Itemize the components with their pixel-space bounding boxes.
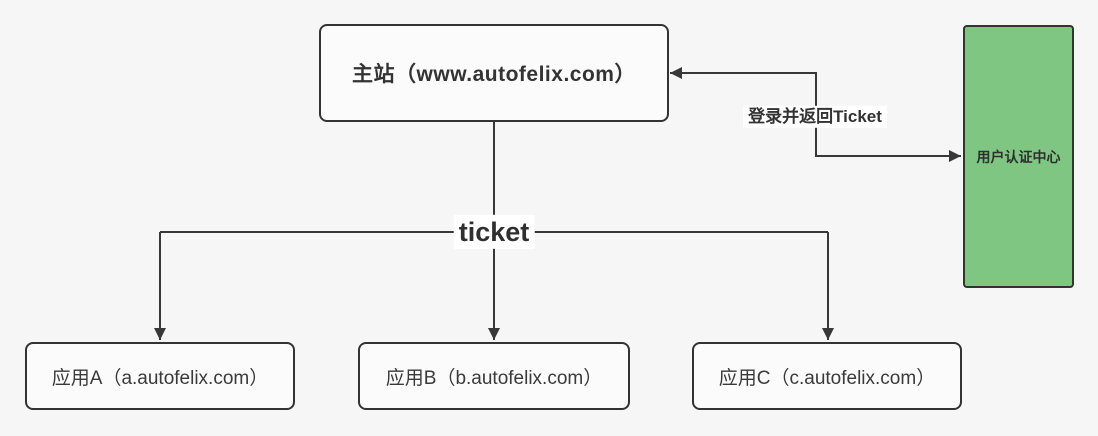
node-app-c: 应用C（c.autofelix.com） <box>692 342 962 410</box>
node-main-site-label: 主站（www.autofelix.com） <box>352 63 636 86</box>
node-app-b: 应用B（b.autofelix.com） <box>358 342 630 410</box>
node-auth-center-label: 用户认证中心 <box>976 148 1061 165</box>
node-app-c-label: 应用C（c.autofelix.com） <box>718 367 936 389</box>
edge-label-ticket: ticket <box>453 214 535 250</box>
edge-label-login-return-ticket: 登录并返回Ticket <box>743 105 887 129</box>
node-app-a-label: 应用A（a.autofelix.com） <box>51 367 269 389</box>
node-app-a: 应用A（a.autofelix.com） <box>25 342 295 410</box>
node-main-site: 主站（www.autofelix.com） <box>319 24 669 122</box>
node-app-b-label: 应用B（b.autofelix.com） <box>385 367 603 389</box>
node-auth-center: 用户认证中心 <box>963 25 1074 288</box>
